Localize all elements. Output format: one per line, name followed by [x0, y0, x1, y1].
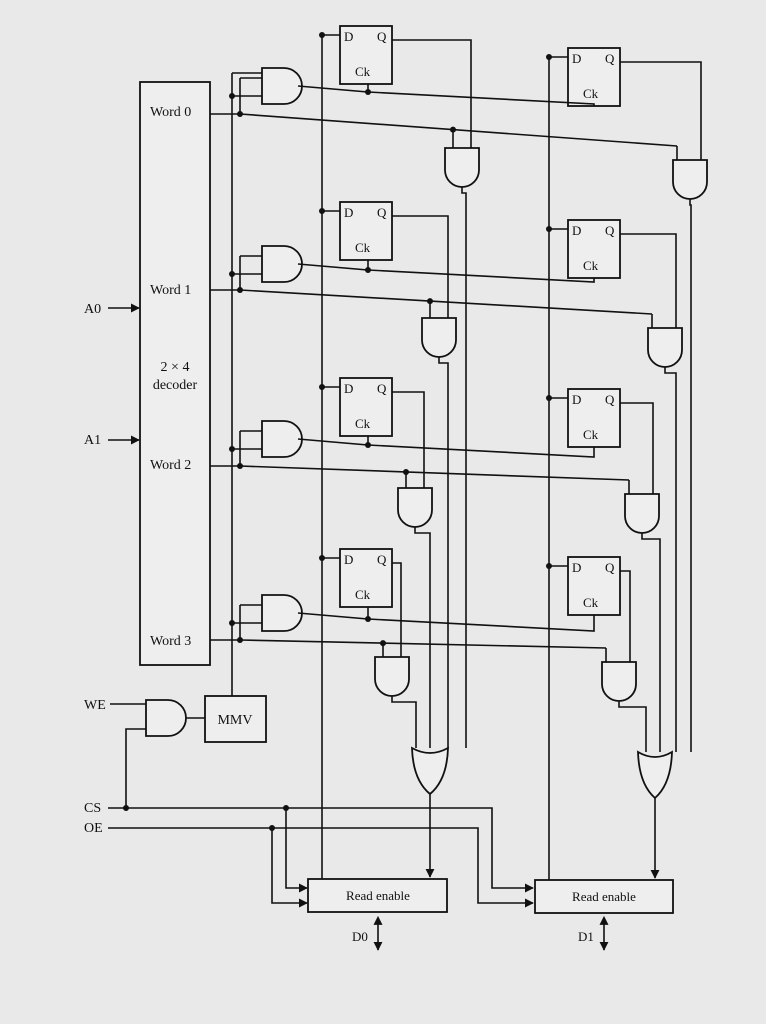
- read-enable-d1: [534, 879, 674, 914]
- flipflop-row1-bit1: [567, 219, 621, 279]
- or-gate-d1: [637, 750, 673, 800]
- flipflop-q-pin-row1-bit0: Q: [377, 205, 387, 220]
- d1-label: D1: [578, 929, 594, 944]
- flipflop-row2-bit0: [339, 377, 393, 437]
- read-and-gate-row1-bit1: [647, 327, 683, 368]
- word3-label: Word 3: [150, 634, 191, 649]
- flipflop-ck-pin-row2-bit0: Ck: [355, 416, 371, 431]
- read-and-gate-row3-bit0: [374, 656, 410, 697]
- word1-label: Word 1: [150, 283, 191, 298]
- read-enable-d0: [307, 878, 448, 913]
- read-and-gate-row0-bit1: [672, 159, 708, 200]
- flipflop-d-pin-row1-bit0: D: [344, 205, 353, 220]
- flipflop-q-pin-row2-bit1: Q: [605, 392, 615, 407]
- flipflop-ck-pin-row1-bit0: Ck: [355, 240, 371, 255]
- flipflop-d-pin-row0-bit0: D: [344, 29, 353, 44]
- flipflop-d-pin-row3-bit0: D: [344, 552, 353, 567]
- we-label: WE: [84, 698, 106, 713]
- flipflop-row2-bit1: [567, 388, 621, 448]
- flipflop-d-pin-row2-bit0: D: [344, 381, 353, 396]
- a1-label: A1: [84, 433, 101, 448]
- a0-label: A0: [84, 302, 101, 317]
- read-and-gate-row0-bit0: [444, 147, 480, 188]
- flipflop-row0-bit1: [567, 47, 621, 107]
- flipflop-ck-pin-row1-bit1: Ck: [583, 258, 599, 273]
- or-gate-d0: [411, 746, 449, 796]
- flipflop-q-pin-row0-bit0: Q: [377, 29, 387, 44]
- flipflop-d-pin-row0-bit1: D: [572, 51, 581, 66]
- write-and-gate-row3: [261, 594, 303, 632]
- read-enable-d0-label: Read enable: [346, 888, 410, 903]
- flipflop-d-pin-row3-bit1: D: [572, 560, 581, 575]
- flipflop-ck-pin-row2-bit1: Ck: [583, 427, 599, 442]
- flipflop-q-pin-row2-bit0: Q: [377, 381, 387, 396]
- decoder-name-line2: decoder: [153, 378, 198, 393]
- write-and-gate-row2: [261, 420, 303, 458]
- flipflop-d-pin-row1-bit1: D: [572, 223, 581, 238]
- mmv-block: [204, 695, 267, 743]
- read-and-gate-row2-bit0: [397, 487, 433, 528]
- flipflop-row3-bit1: [567, 556, 621, 616]
- flipflop-q-pin-row1-bit1: Q: [605, 223, 615, 238]
- flipflop-ck-pin-row3-bit1: Ck: [583, 595, 599, 610]
- flipflop-d-pin-row2-bit1: D: [572, 392, 581, 407]
- write-and-gate-row0: [261, 67, 303, 105]
- read-and-gate-row3-bit1: [601, 661, 637, 702]
- flipflop-q-pin-row3-bit1: Q: [605, 560, 615, 575]
- cs-label: CS: [84, 801, 101, 816]
- flipflop-ck-pin-row0-bit1: Ck: [583, 86, 599, 101]
- flipflop-ck-pin-row0-bit0: Ck: [355, 64, 371, 79]
- flipflop-row3-bit0: [339, 548, 393, 608]
- flipflop-q-pin-row0-bit1: Q: [605, 51, 615, 66]
- read-enable-d1-label: Read enable: [572, 889, 636, 904]
- decoder-block: [139, 81, 211, 666]
- write-and-gate-row1: [261, 245, 303, 283]
- oe-label: OE: [84, 821, 103, 836]
- flipflop-row0-bit0: [339, 25, 393, 85]
- flipflop-row1-bit0: [339, 201, 393, 261]
- word2-label: Word 2: [150, 458, 191, 473]
- mmv-label: MMV: [217, 713, 252, 728]
- decoder-name-line1: 2 × 4: [161, 360, 190, 375]
- read-and-gate-row1-bit0: [421, 317, 457, 358]
- we-and-gate: [145, 699, 187, 737]
- read-and-gate-row2-bit1: [624, 493, 660, 534]
- flipflop-q-pin-row3-bit0: Q: [377, 552, 387, 567]
- flipflop-ck-pin-row3-bit0: Ck: [355, 587, 371, 602]
- d0-label: D0: [352, 929, 368, 944]
- word0-label: Word 0: [150, 105, 191, 120]
